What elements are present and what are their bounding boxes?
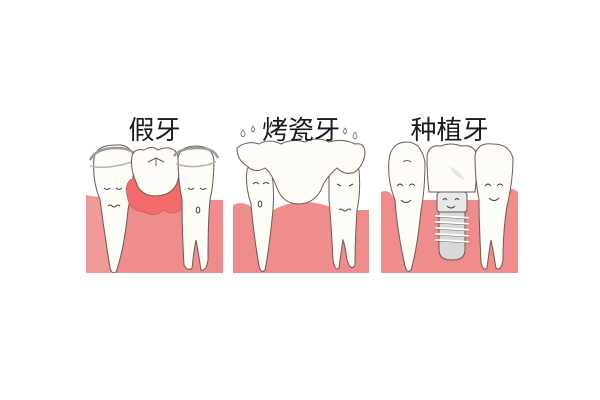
implant-illustration	[381, 100, 518, 275]
panel-implant: 种植牙	[381, 100, 518, 275]
panel-title-porcelain-bridge: 烤瓷牙	[261, 116, 340, 146]
panel-title-implant: 种植牙	[410, 116, 489, 146]
panel-denture: 假牙	[86, 100, 223, 275]
panel-title-denture: 假牙	[128, 116, 181, 146]
denture-illustration	[86, 100, 223, 275]
porcelain-bridge-illustration	[233, 100, 369, 275]
panel-porcelain-bridge: 烤瓷牙	[233, 100, 369, 275]
